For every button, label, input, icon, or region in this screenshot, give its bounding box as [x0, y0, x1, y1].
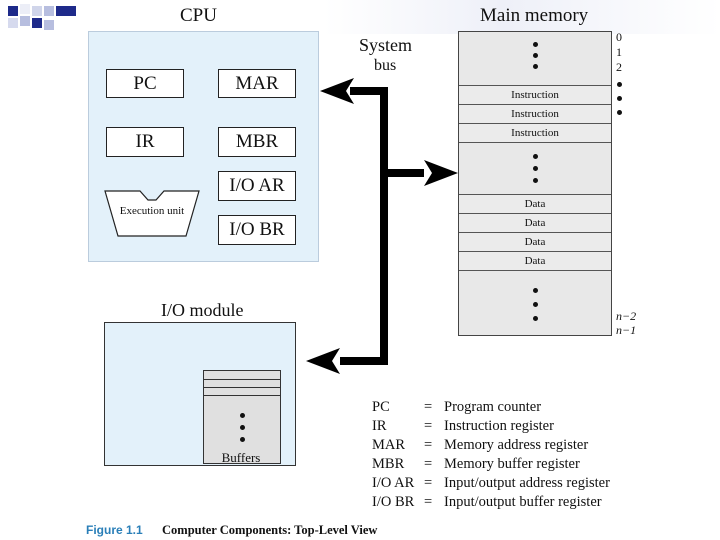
execution-unit-label: Execution unit — [119, 205, 185, 217]
legend-equals: = — [424, 437, 433, 453]
ellipsis-dot — [617, 82, 622, 87]
deco-square — [44, 20, 54, 30]
legend-full: Instruction register — [444, 418, 554, 434]
memory-row: Instruction — [459, 123, 611, 142]
arrow-to-io-module — [306, 348, 340, 374]
buffers-stack — [203, 370, 281, 464]
address-label: 2 — [616, 60, 622, 74]
legend-full: Program counter — [444, 399, 542, 415]
memory-row: Data — [459, 251, 611, 270]
legend-abbr: PC — [372, 399, 390, 415]
ellipsis-dot — [240, 425, 245, 430]
memory-row: Data — [459, 194, 611, 213]
address-label: n−2 — [616, 309, 637, 323]
legend-abbr: I/O BR — [372, 494, 415, 510]
legend-full: Memory address register — [444, 437, 589, 453]
buffer-line — [204, 387, 280, 388]
figure-caption: Computer Components: Top-Level View — [162, 523, 378, 537]
execution-unit-shape — [104, 190, 200, 237]
deco-square — [56, 6, 66, 16]
ellipsis-dot — [240, 437, 245, 442]
legend-equals: = — [424, 456, 433, 472]
ellipsis-dot — [533, 288, 538, 293]
address-label: 1 — [616, 45, 622, 59]
register-ir: IR — [106, 127, 184, 157]
memory-row: Data — [459, 232, 611, 251]
memory-divider — [459, 142, 611, 143]
deco-square — [20, 16, 30, 26]
legend-equals: = — [424, 418, 433, 434]
deco-square — [44, 6, 54, 16]
buffer-line — [204, 379, 280, 380]
ellipsis-dot — [533, 42, 538, 47]
ellipsis-dot — [617, 110, 622, 115]
slide-banner — [0, 0, 720, 34]
legend-abbr: IR — [372, 418, 387, 434]
system-bus-label-line2: bus — [374, 57, 397, 74]
deco-square — [32, 18, 42, 28]
cpu-title: CPU — [180, 5, 217, 26]
memory-row: Data — [459, 213, 611, 232]
legend-full: Input/output address register — [444, 475, 610, 491]
ellipsis-dot — [533, 316, 538, 321]
legend-full: Input/output buffer register — [444, 494, 602, 510]
legend-abbr: MAR — [372, 437, 406, 453]
buffer-line — [204, 395, 280, 396]
main-memory: Instruction Instruction Instruction Data… — [458, 31, 612, 336]
register-io-br: I/O BR — [218, 215, 296, 245]
arrow-to-cpu — [320, 78, 354, 104]
ellipsis-dot — [533, 64, 538, 69]
memory-row: Instruction — [459, 85, 611, 104]
system-bus-label-line1: System — [359, 35, 413, 55]
ellipsis-dot — [533, 178, 538, 183]
io-module-title: I/O module — [161, 300, 244, 320]
memory-row: Instruction — [459, 104, 611, 123]
deco-square — [66, 6, 76, 16]
arrow-to-memory — [424, 160, 458, 186]
ellipsis-dot — [533, 53, 538, 58]
legend-abbr: MBR — [372, 456, 405, 472]
legend-equals: = — [424, 475, 433, 491]
register-mar: MAR — [218, 69, 296, 98]
deco-square — [32, 6, 42, 16]
register-io-ar: I/O AR — [218, 171, 296, 201]
address-label: 0 — [616, 30, 622, 44]
memory-title: Main memory — [480, 5, 589, 26]
figure-number: Figure 1.1 — [86, 523, 143, 537]
deco-square — [20, 4, 30, 14]
deco-square — [8, 18, 18, 28]
buffers-label: Buffers — [221, 450, 261, 465]
ellipsis-dot — [533, 302, 538, 307]
memory-divider — [459, 270, 611, 271]
register-pc: PC — [106, 69, 184, 98]
address-label: n−1 — [616, 323, 637, 337]
legend-equals: = — [424, 494, 433, 510]
legend-equals: = — [424, 399, 433, 415]
ellipsis-dot — [240, 413, 245, 418]
ellipsis-dot — [533, 154, 538, 159]
legend-full: Memory buffer register — [444, 456, 580, 472]
deco-square — [8, 6, 18, 16]
register-mbr: MBR — [218, 127, 296, 157]
legend-abbr: I/O AR — [372, 475, 415, 491]
ellipsis-dot — [533, 166, 538, 171]
ellipsis-dot — [617, 96, 622, 101]
